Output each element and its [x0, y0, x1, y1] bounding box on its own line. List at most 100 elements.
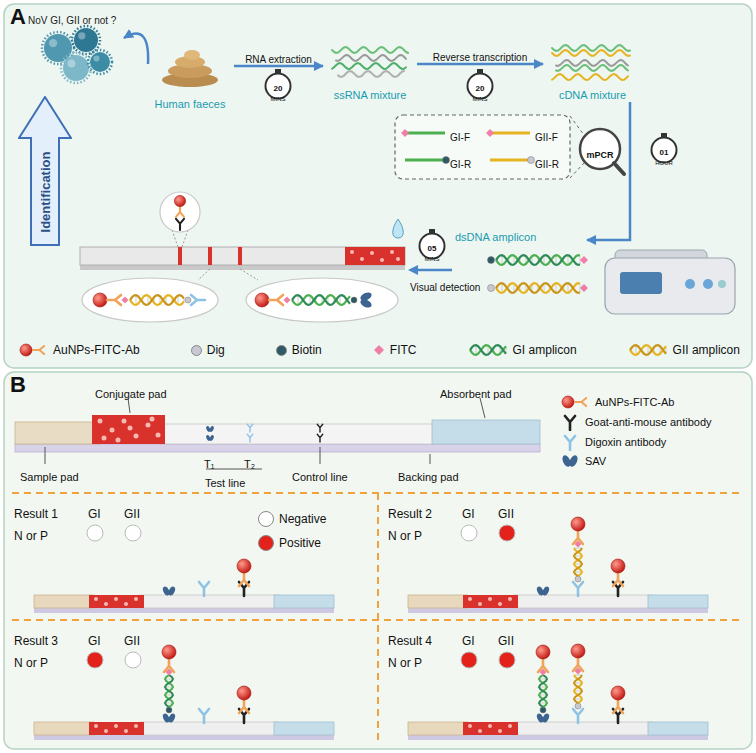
- legend-icon: [628, 342, 668, 358]
- result-strip: [488, 597, 492, 601]
- test-strip: [134, 434, 139, 439]
- primer-box: [395, 115, 570, 179]
- sample-step: cDNA mixture: [545, 40, 640, 102]
- pcr-machine: [620, 272, 662, 294]
- legend-icon: [18, 341, 48, 359]
- legend-text: GII amplicon: [673, 343, 740, 357]
- test-strip: [150, 417, 155, 422]
- legend-icon: [560, 393, 590, 411]
- leader-line: [128, 398, 130, 413]
- legend-icon: [470, 345, 506, 355]
- node-text: GII: [124, 507, 140, 521]
- result-strip: [274, 595, 334, 608]
- part-label: T₁: [204, 458, 214, 470]
- test-strip: [345, 247, 405, 265]
- legend-text: Goat-anti-mouse antibody: [585, 416, 712, 428]
- node-text: GII: [498, 507, 514, 521]
- result-strip: [237, 559, 251, 573]
- node-text-holder: N or P: [388, 525, 422, 544]
- result-strip: [165, 675, 173, 707]
- cdna-strands: [552, 45, 630, 80]
- callout-oval: [246, 278, 398, 322]
- node-text-holder: Identification: [35, 152, 54, 233]
- node-text: mPCR: [586, 150, 613, 160]
- legend-icon: [562, 396, 574, 408]
- legend-icon: [565, 436, 575, 450]
- legend-icon: [373, 344, 385, 356]
- panel-ground: [4, 4, 752, 749]
- virus-particle: [49, 39, 57, 47]
- callout-oval: [82, 278, 218, 322]
- result-strip: [162, 585, 177, 596]
- result-strip: [125, 525, 141, 541]
- result-strip: [499, 525, 515, 541]
- legend-icon: [560, 433, 580, 451]
- magnifier: mPCR: [580, 129, 620, 169]
- node-text-holder: GI: [88, 630, 101, 649]
- legend-icon: [575, 398, 586, 406]
- panel-ground: [4, 372, 752, 749]
- result-strip: [573, 709, 583, 723]
- node-text-holder: Result 4: [388, 630, 432, 649]
- legend-text: Digoxin antibody: [585, 436, 666, 448]
- edge-label-holder: Reverse transcription: [433, 46, 527, 65]
- virus-particle: [90, 52, 110, 72]
- result-strip: [139, 722, 279, 735]
- flow-arrow: [408, 265, 452, 275]
- result-strip: [34, 608, 334, 613]
- test-strip: [80, 247, 405, 265]
- callout-oval: [198, 269, 258, 280]
- legend-icon: [33, 346, 44, 354]
- node-text-holder: GII-F: [535, 126, 558, 145]
- dsdna-amplicon: [488, 255, 589, 293]
- result-strip: [408, 595, 468, 608]
- magnifier-icon: [614, 163, 624, 174]
- leader-line: [320, 447, 321, 464]
- callout-oval: [292, 295, 350, 305]
- node-text-holder: GI: [88, 503, 101, 522]
- result-strip: [539, 675, 547, 707]
- panel: ANoV GI, GII or not ?Human faecesssRNA m…: [4, 4, 752, 368]
- test-strip: [380, 258, 384, 262]
- result-strip: [162, 712, 177, 723]
- result-strip: [34, 722, 94, 735]
- node-text: GII: [498, 634, 514, 648]
- callout-circle: [176, 206, 184, 217]
- test-strip: [15, 422, 100, 444]
- part-label-holder: Control line: [292, 466, 348, 485]
- part-label: 05: [428, 244, 437, 253]
- result-strip: [498, 602, 502, 606]
- arrow-shape: [19, 97, 71, 245]
- faeces-pile: [184, 50, 200, 60]
- result-strip: [508, 724, 512, 728]
- pcr-machine: [605, 250, 735, 314]
- flow-arrow: [124, 34, 148, 64]
- node-text-holder: B: [10, 372, 26, 398]
- legend-icon: [575, 398, 586, 406]
- legend-icon: [560, 413, 580, 431]
- result-strip: [408, 608, 708, 613]
- result-strip: [574, 675, 582, 703]
- legend-text: Negative: [279, 512, 326, 526]
- callout-circle: [176, 206, 184, 217]
- node-text: NoV GI, GII or not ?: [28, 15, 116, 26]
- virus-particle: [88, 50, 112, 74]
- test-strip: [98, 419, 103, 424]
- node-text: ssRNA mixture: [334, 89, 407, 101]
- node-text: Human faeces: [155, 98, 226, 110]
- result-strip: [134, 597, 138, 601]
- primer-box: [395, 115, 570, 179]
- virus-particle: [72, 26, 100, 54]
- node-text: GII: [124, 634, 140, 648]
- legend-icon: [630, 345, 666, 355]
- result-strip: [541, 712, 550, 723]
- callout-oval: [359, 291, 373, 309]
- virus-particle: [94, 56, 100, 62]
- virus-particle: [61, 53, 91, 83]
- legend-icon: [470, 345, 506, 355]
- part-label-holder: 20: [467, 78, 493, 94]
- test-strip: [92, 415, 165, 444]
- callout-oval: [82, 269, 398, 322]
- legend: AuNPs-FITC-AbDigBiotinFITCGI ampliconGII…: [18, 338, 740, 362]
